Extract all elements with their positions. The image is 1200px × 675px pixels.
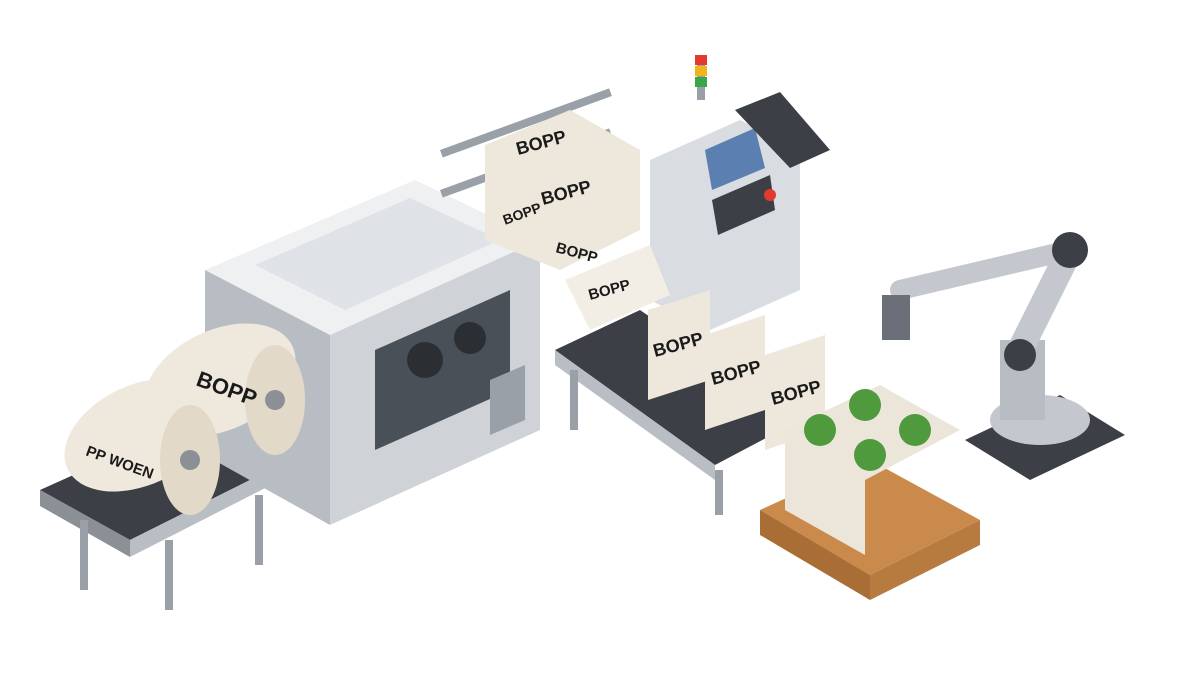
film-guide-frame	[440, 88, 640, 270]
pp-woven-roll	[64, 378, 220, 515]
control-screen	[705, 128, 765, 190]
signal-light-green	[695, 77, 707, 87]
control-tower	[650, 55, 830, 330]
robotic-arm	[882, 232, 1125, 480]
film-tray-sheet	[565, 245, 670, 330]
pallet-stack	[760, 385, 980, 600]
gripper	[882, 295, 910, 340]
signal-light-red	[695, 55, 707, 65]
signal-light-yellow	[695, 66, 707, 76]
bag-forming-machine	[205, 180, 540, 525]
emergency-stop-button	[764, 189, 776, 201]
keypad	[712, 175, 775, 235]
